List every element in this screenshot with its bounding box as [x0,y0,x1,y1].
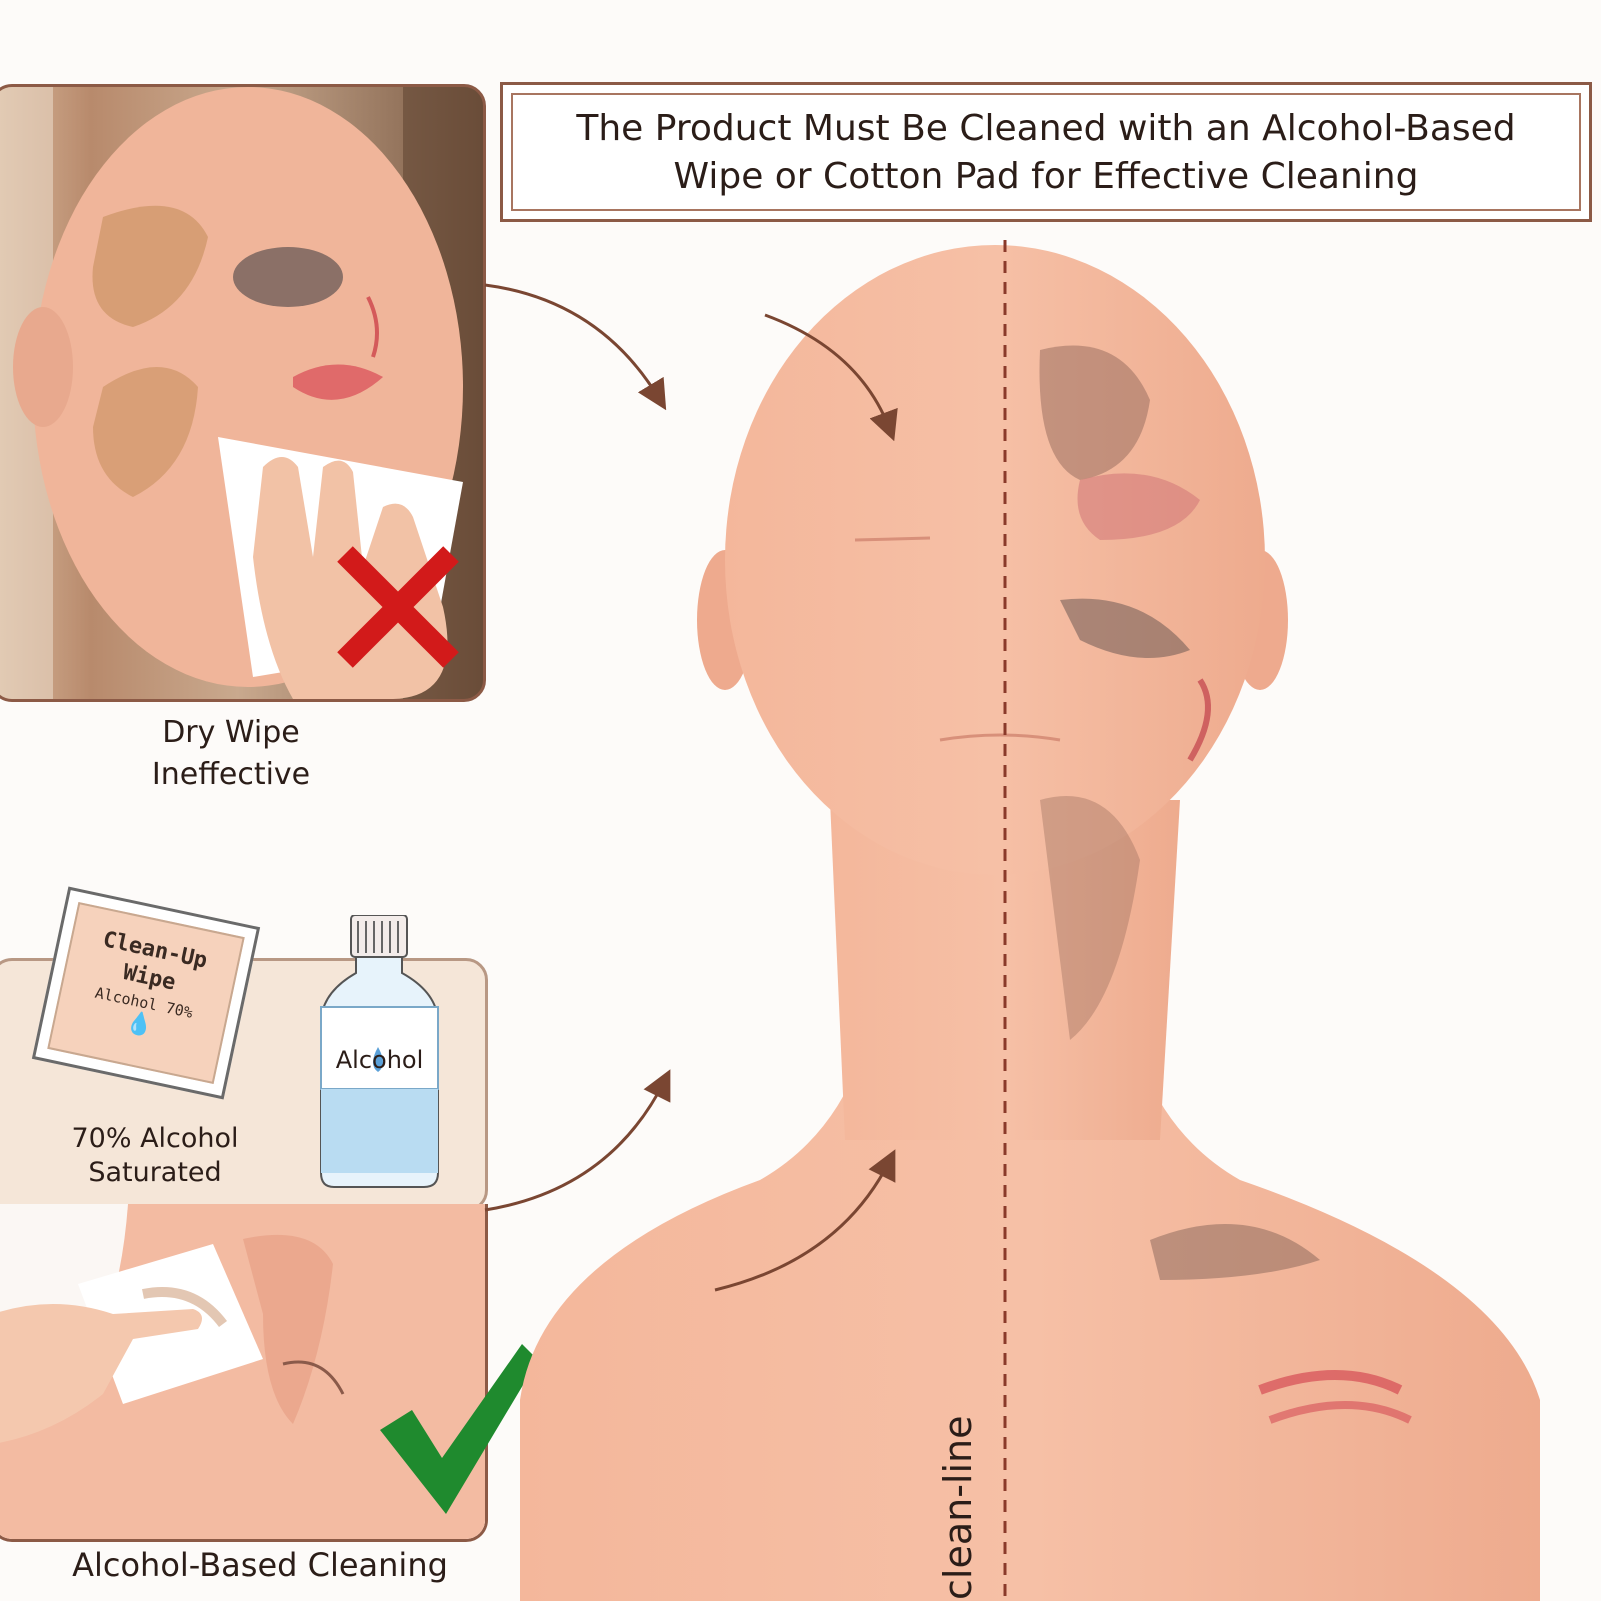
mannequin-neck [830,800,1180,1140]
mannequin-illustration [520,240,1540,1601]
title-line-2: Wipe or Cotton Pad for Effective Cleanin… [673,156,1419,197]
title-banner: The Product Must Be Cleaned with an Alco… [500,82,1592,222]
hand [0,1304,202,1443]
supplies-caption-line-1: 70% Alcohol [71,1123,239,1154]
dry-wipe-photo [0,84,486,702]
dry-wipe-illustration [0,87,483,699]
arrow-icon [484,283,667,411]
eye-smudge [233,247,343,307]
green-check-icon [380,1344,538,1514]
dry-wipe-caption-line-2: Ineffective [151,757,311,792]
hand [253,457,448,699]
alcohol-cleaning-caption: Alcohol-Based Cleaning [72,1546,448,1584]
supplies-caption: 70% Alcohol Saturated [40,1122,270,1190]
arrow-icon [714,1149,896,1292]
dry-wipe-caption: Dry Wipe Ineffective [100,712,362,796]
dry-wipe-caption-line-1: Dry Wipe [162,715,300,750]
red-x-icon [337,546,459,668]
title-text: The Product Must Be Cleaned with an Alco… [503,105,1589,201]
alcohol-cleaning-photo [0,1204,488,1542]
droplet-icon [373,1047,383,1072]
arrow-icon [484,1069,671,1212]
mannequin-shoulders [520,1060,1540,1601]
alcohol-bottle [320,915,439,1188]
supplies-caption-line-2: Saturated [88,1157,222,1188]
title-line-1: The Product Must Be Cleaned with an Alco… [576,108,1516,149]
bottle-label: Alcohol [335,1046,424,1074]
alcohol-cleaning-illustration [0,1204,485,1539]
lips [293,364,383,400]
arrow-icon [764,313,898,442]
